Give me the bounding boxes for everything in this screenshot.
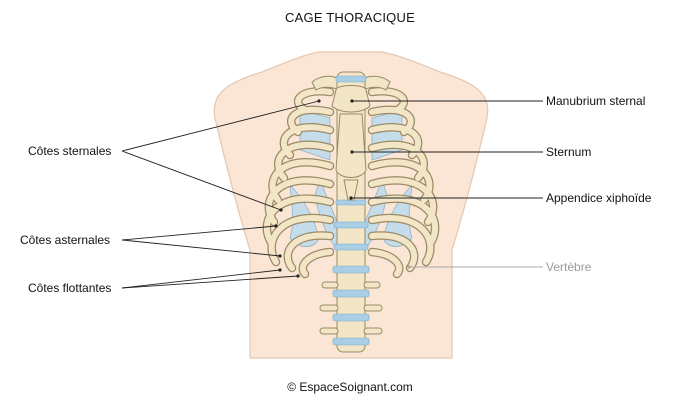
sternum-body [335,113,367,178]
label-vertebra: Vertèbre [546,260,592,274]
sternum-bone [331,85,371,201]
label-sternum: Sternum [546,145,592,159]
label-asternal-ribs: Côtes asternales [20,233,111,247]
label-floating-ribs: Côtes flottantes [28,281,112,295]
label-sternal-ribs: Côtes sternales [28,144,112,158]
label-manubrium: Manubrium sternal [546,94,646,108]
figure-title: CAGE THORACIQUE [285,10,415,25]
manubrium [331,85,371,113]
xiphoid [343,179,359,201]
credit-text: © EspaceSoignant.com [287,380,413,394]
leader-lines [121,100,543,289]
label-xiphoid: Appendice xiphoïde [546,191,652,205]
intervertebral-discs [332,75,370,346]
